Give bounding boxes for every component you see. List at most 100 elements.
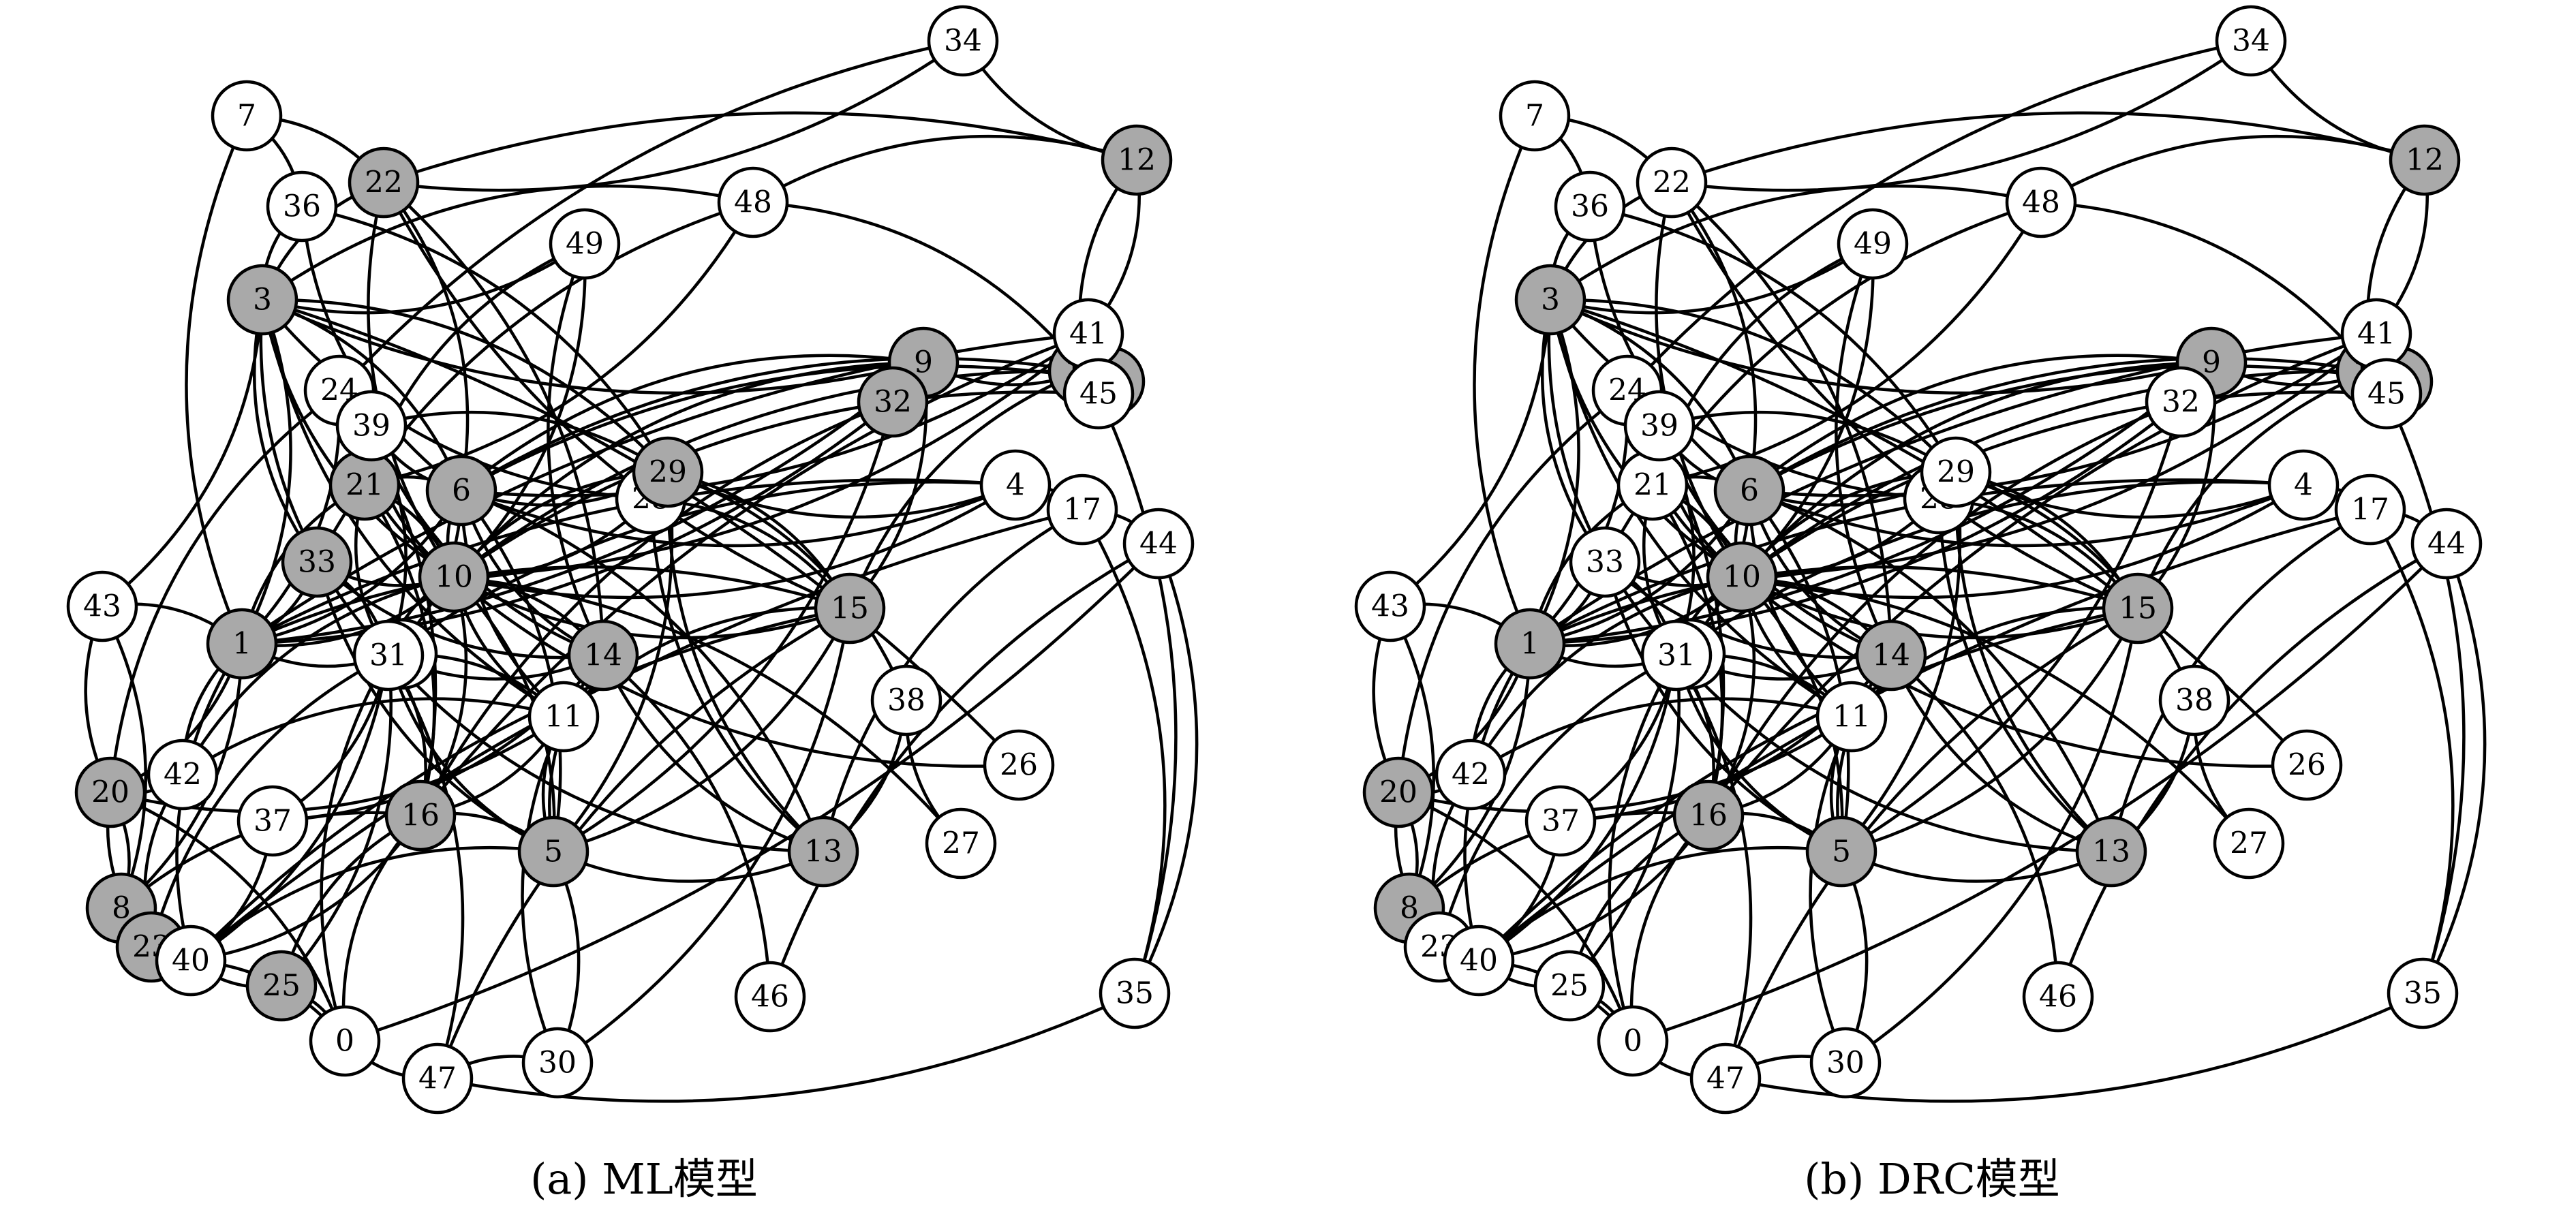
edge-28-13 <box>649 498 825 853</box>
node-1: 1 <box>1494 608 1566 680</box>
node-11: 11 <box>527 681 600 753</box>
node-8-label: 8 <box>112 891 131 926</box>
node-5-circle <box>1805 815 1877 888</box>
node-4-label: 4 <box>2294 468 2313 503</box>
node-12-circle <box>1101 124 1173 196</box>
edge-6-1 <box>1529 489 1751 646</box>
node-49-label: 49 <box>1854 227 1892 262</box>
node-40-label: 40 <box>1460 944 1498 978</box>
node-15: 15 <box>2102 572 2174 644</box>
edge-31-25 <box>280 655 393 987</box>
edge-44-0 <box>1632 542 2448 1043</box>
edge-22-14 <box>1670 181 1893 656</box>
node-22-label: 22 <box>1653 166 1691 200</box>
edge-10-26 <box>1741 576 2307 768</box>
node-49: 49 <box>1837 208 1909 280</box>
edge-5-13 <box>1841 850 2112 883</box>
node-33-label: 33 <box>298 545 336 580</box>
caption-ml-model: (a) ML模型 <box>530 1154 758 1204</box>
node-35-circle <box>2387 957 2459 1029</box>
node-6-circle <box>1713 454 1785 527</box>
edge-15-30 <box>1844 608 2140 1064</box>
edge-3-6 <box>1550 298 1751 491</box>
node-3-label: 3 <box>253 283 272 317</box>
edge-24-20 <box>108 389 341 793</box>
edge-48-21 <box>364 201 754 487</box>
node-21: 21 <box>1616 449 1689 521</box>
edge-11-42 <box>181 697 564 776</box>
node-39-circle <box>1623 390 1696 462</box>
edge-45-35 <box>2385 393 2466 994</box>
edge-24-20 <box>1396 389 1629 793</box>
edge-18-10 <box>1741 369 2372 578</box>
node-46: 46 <box>734 961 806 1033</box>
node-22-circle <box>348 146 420 219</box>
edge-3-1 <box>1528 299 1580 645</box>
node-33: 33 <box>1569 526 1641 598</box>
edge-11-30 <box>521 716 566 1063</box>
edge-44-35 <box>1133 543 1199 995</box>
edge-31-5 <box>1674 655 1842 854</box>
node-20-label: 20 <box>91 775 129 810</box>
edge-22-15 <box>382 181 850 610</box>
edge-31-0 <box>320 654 390 1042</box>
node-16: 16 <box>1672 779 1745 852</box>
node-13-circle <box>2075 815 2147 888</box>
node-40: 40 <box>1443 924 1515 997</box>
node-10: 10 <box>418 541 490 613</box>
node-17: 17 <box>2334 473 2406 546</box>
node-31-label: 31 <box>369 638 408 673</box>
nodes: 0123456789101112131415161718192021222324… <box>1354 5 2483 1115</box>
node-43-circle <box>1354 570 1426 642</box>
edge-7-1 <box>1473 115 1537 644</box>
node-7-circle <box>211 80 283 152</box>
node-26-circle <box>2271 729 2343 801</box>
node-3-circle <box>226 264 298 336</box>
edge-31-13 <box>1675 654 2112 854</box>
node-47-label: 47 <box>418 1061 457 1096</box>
edge-15-5 <box>553 607 852 854</box>
node-42-circle <box>147 739 219 811</box>
node-9-label: 9 <box>2202 345 2221 380</box>
node-37-circle <box>236 785 309 857</box>
node-26-label: 26 <box>1000 748 1038 783</box>
node-45-circle <box>2350 358 2423 430</box>
node-48-circle <box>717 166 789 238</box>
node-39: 39 <box>1623 390 1696 462</box>
node-31: 31 <box>352 619 425 692</box>
node-17-circle <box>2334 473 2406 546</box>
node-27-label: 27 <box>942 826 980 861</box>
edge-33-14 <box>1604 561 1892 659</box>
node-45: 45 <box>2350 358 2423 430</box>
edge-22-12 <box>1671 111 2425 185</box>
edge-9-1 <box>1529 361 2213 646</box>
node-25: 25 <box>1533 950 1606 1022</box>
node-38: 38 <box>870 664 942 736</box>
node-43: 43 <box>1354 570 1426 642</box>
node-15-circle <box>814 572 886 644</box>
edge-15-40 <box>189 606 850 962</box>
node-35-label: 35 <box>1116 976 1154 1011</box>
edge-9-1 <box>241 361 925 646</box>
node-17: 17 <box>1046 473 1118 546</box>
node-27-label: 27 <box>2230 826 2268 861</box>
node-11-circle <box>1815 681 1888 753</box>
edge-3-6 <box>262 298 463 491</box>
node-14: 14 <box>567 619 639 692</box>
node-46-label: 46 <box>2039 980 2077 1014</box>
node-14-circle <box>567 619 639 692</box>
node-5-label: 5 <box>544 835 563 869</box>
node-27-circle <box>2213 807 2285 880</box>
edge-31-13 <box>387 654 824 854</box>
node-32-circle <box>2145 366 2217 438</box>
node-25-circle <box>245 950 318 1022</box>
node-38-label: 38 <box>2175 683 2213 718</box>
node-20-label: 20 <box>1379 775 1417 810</box>
node-13: 13 <box>2075 815 2147 888</box>
edge-10-27 <box>453 575 962 845</box>
node-42-label: 42 <box>164 758 202 792</box>
node-10-label: 10 <box>435 560 473 595</box>
node-5: 5 <box>517 815 589 888</box>
node-33-circle <box>1569 526 1641 598</box>
